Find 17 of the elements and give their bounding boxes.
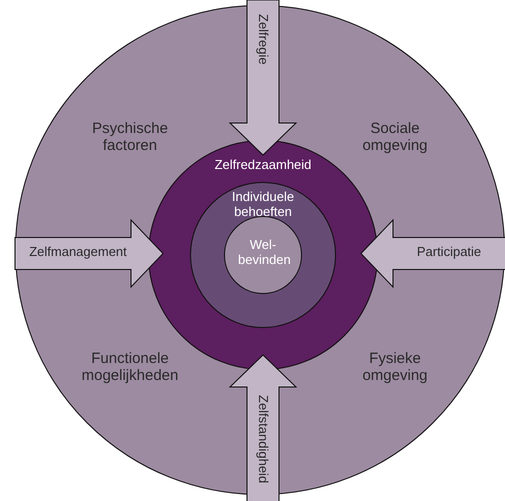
circle-label: Zelfredzaamheid [214, 158, 312, 173]
arrow-label: Zelfmanagement [28, 245, 128, 260]
circle-label: Functionele mogelijkheden [80, 350, 180, 384]
block-arrow [15, 220, 163, 287]
block-arrow [230, 355, 296, 501]
arrow-label: Participatie [416, 245, 482, 260]
circle-label: Wel- bevinden [238, 238, 288, 268]
block-arrow [230, 0, 296, 155]
circle-label: Psychische factoren [91, 120, 169, 154]
ring [190, 182, 336, 328]
arrow-label: Zelfstandigheid [255, 395, 270, 484]
circle-label: Fysieke omgeving [361, 350, 429, 384]
circle-label: Sociale omgeving [361, 120, 429, 154]
circle-label: Individuele behoeften [230, 190, 296, 220]
block-arrow [361, 220, 505, 287]
inner-circle [224, 216, 302, 294]
arrow-label: Zelfregie [255, 14, 270, 65]
